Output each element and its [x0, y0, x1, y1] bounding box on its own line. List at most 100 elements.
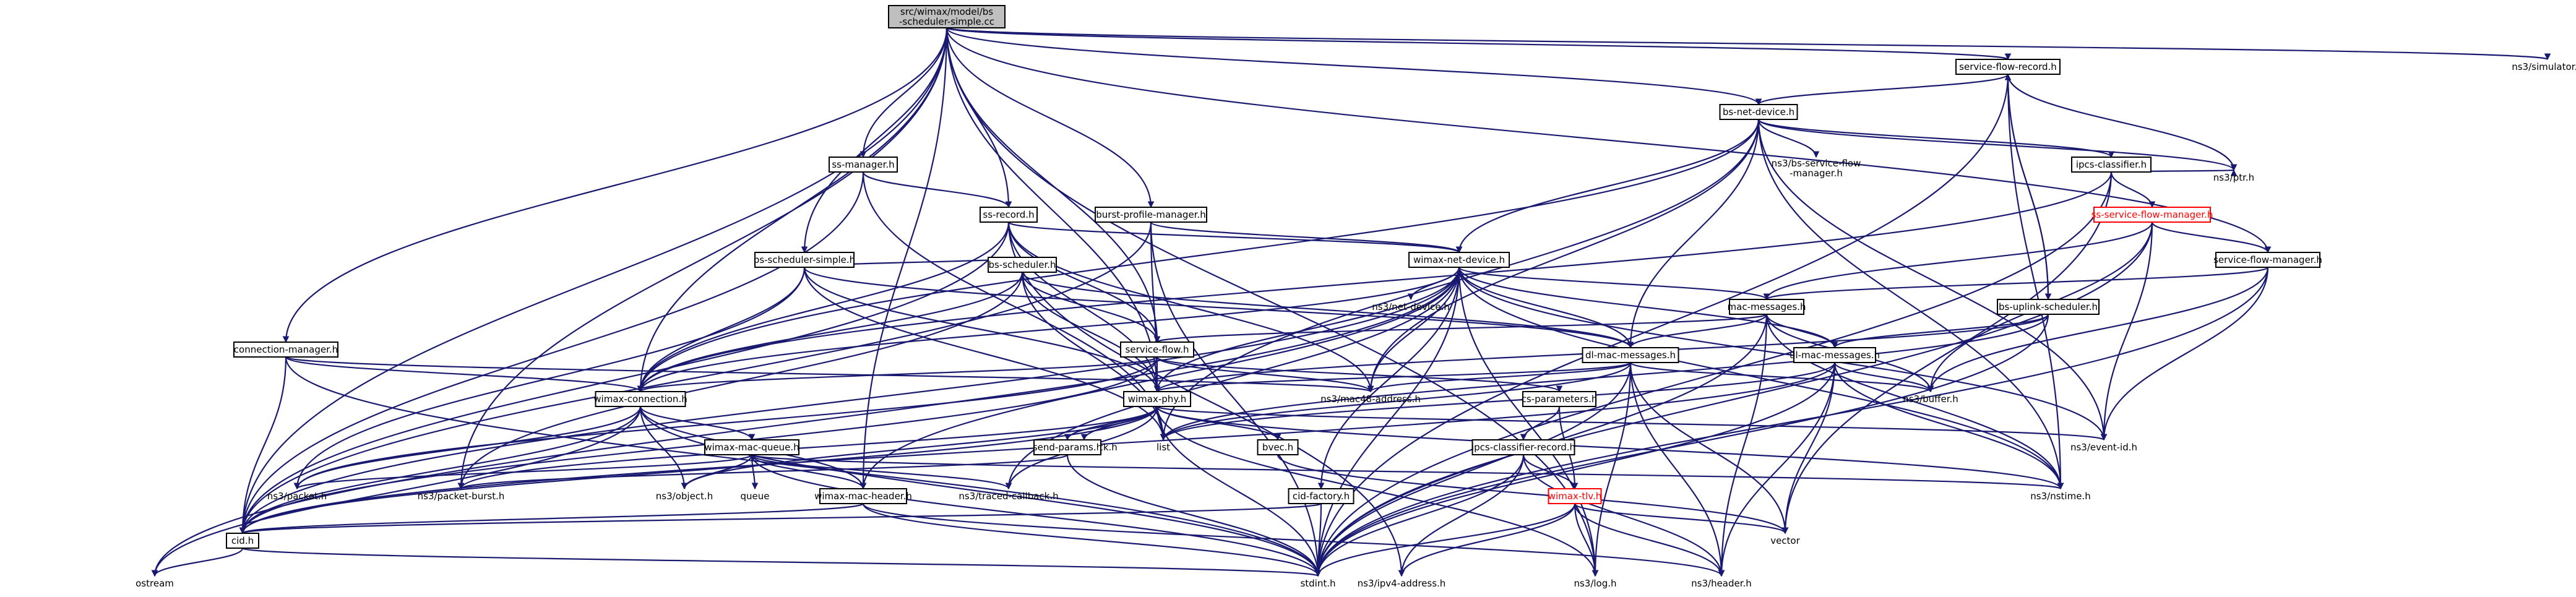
- node-label: wimax-mac-queue.h: [704, 442, 799, 453]
- file-node-bssch[interactable]: bs-scheduler.h: [988, 257, 1057, 273]
- edge-arrowhead: [637, 385, 644, 393]
- include-edge: [1400, 454, 1525, 577]
- dependency-edge: [751, 453, 1012, 490]
- edge-arrowhead: [1763, 293, 1770, 301]
- file-node-wnd[interactable]: wimax-net-device.h: [1408, 252, 1510, 268]
- edge-arrowhead: [1455, 246, 1463, 254]
- file-node-list[interactable]: list: [1148, 440, 1179, 455]
- file-node-cm[interactable]: connection-manager.h: [233, 341, 338, 358]
- include-edge: [1156, 405, 2105, 441]
- file-node-pkt[interactable]: ns3/packet.h: [267, 489, 327, 504]
- file-node-sfr[interactable]: service-flow-record.h: [1955, 59, 2061, 75]
- include-edge: [1629, 361, 1932, 393]
- file-node-ptr[interactable]: ns3/ptr.h: [2213, 170, 2255, 185]
- dependency-edge: [1763, 266, 2269, 301]
- include-edge: [1458, 266, 1768, 301]
- file-node-sp[interactable]: send-params.h: [1033, 439, 1102, 455]
- include-edge: [153, 548, 244, 577]
- include-edge: [1162, 362, 1632, 440]
- dependency-edge: [1629, 361, 1934, 393]
- edge-arrowhead: [457, 483, 465, 490]
- dependency-edge: [293, 453, 753, 490]
- file-node-sssfm[interactable]: ss-service-flow-manager.h: [2091, 207, 2213, 223]
- file-node-macm[interactable]: mac-messages.h: [1728, 299, 1806, 315]
- file-node-wmq[interactable]: wimax-mac-queue.h: [704, 439, 799, 455]
- file-node-log[interactable]: ns3/log.h: [1570, 576, 1621, 591]
- file-node-ssr[interactable]: ss-record.h: [980, 207, 1038, 223]
- node-label: ostream: [136, 578, 174, 589]
- file-node-ostream[interactable]: ostream: [133, 576, 176, 591]
- include-edge: [1156, 406, 1596, 577]
- node-label: stdint.h: [1300, 578, 1335, 589]
- include-edge: [241, 406, 642, 534]
- file-node-queue[interactable]: queue: [739, 489, 770, 504]
- node-box: [1120, 341, 1194, 358]
- dependency-edge: [946, 27, 1155, 208]
- file-node-sim[interactable]: ns3/simulator.h: [2511, 59, 2576, 74]
- file-node-nst[interactable]: ns3/nstime.h: [2030, 489, 2091, 504]
- file-node-bvec[interactable]: bvec.h: [1257, 439, 1299, 455]
- file-node-stdint[interactable]: stdint.h: [1291, 576, 1345, 591]
- node-label: burst-profile-manager.h: [1096, 209, 1205, 220]
- file-node-bss[interactable]: src/wimax/model/bs-scheduler-simple.cc: [888, 5, 1006, 28]
- file-node-phy[interactable]: wimax-phy.h: [1123, 391, 1191, 407]
- file-node-sf[interactable]: service-flow.h: [1120, 341, 1194, 358]
- file-node-wc[interactable]: wimax-connection.h: [593, 391, 687, 407]
- include-edge: [803, 27, 948, 253]
- file-node-tcb[interactable]: ns3/traced-callback.h: [958, 489, 1058, 504]
- node-box: [1471, 439, 1575, 455]
- file-node-bsnd[interactable]: bs-net-device.h: [1719, 104, 1798, 120]
- file-node-cs[interactable]: cs-parameters.h: [1522, 391, 1598, 407]
- file-node-nnd[interactable]: ns3/net-device.h: [1371, 299, 1450, 314]
- edge-arrowhead: [2100, 434, 2108, 441]
- include-edge: [639, 221, 1010, 392]
- file-node-hdr[interactable]: ns3/header.h: [1690, 576, 1753, 591]
- file-node-ssm[interactable]: ss-manager.h: [829, 157, 898, 173]
- include-edge: [1021, 272, 1158, 392]
- include-edge: [1765, 314, 1836, 348]
- node-label: ns3/object.h: [656, 491, 713, 502]
- dependency-edge: [1833, 362, 2064, 490]
- file-node-obj[interactable]: ns3/object.h: [654, 489, 715, 504]
- file-node-dlm[interactable]: dl-mac-messages.h: [1582, 347, 1679, 363]
- dependency-edge: [151, 406, 642, 577]
- include-edge: [1021, 272, 1158, 343]
- file-node-bssf[interactable]: ns3/bs-service-flow-manager.h: [1770, 157, 1863, 179]
- file-node-buf[interactable]: ns3/buffer.h: [1903, 392, 1958, 406]
- node-label: ss-manager.h: [832, 159, 894, 170]
- file-node-wmh[interactable]: wimax-mac-header.h: [814, 488, 912, 504]
- file-node-pb[interactable]: ns3/packet-burst.h: [418, 489, 505, 504]
- file-node-bpm[interactable]: burst-profile-manager.h: [1095, 207, 1207, 223]
- file-node-vector[interactable]: vector: [1767, 533, 1803, 548]
- file-node-sfm[interactable]: service-flow-manager.h: [2213, 252, 2322, 268]
- node-label: service-flow.h: [1126, 344, 1189, 355]
- node-box: [233, 341, 338, 358]
- node-label: cid.h: [231, 535, 254, 546]
- include-edge: [241, 547, 1319, 577]
- dependency-edge: [862, 171, 1012, 208]
- file-node-mac48[interactable]: ns3/mac48-address.h: [1320, 392, 1421, 406]
- include-edge: [1317, 314, 2049, 577]
- include-edge: [946, 27, 2009, 61]
- node-box: [1997, 299, 2100, 315]
- file-node-bsus[interactable]: bs-uplink-scheduler.h: [1997, 299, 2100, 315]
- file-node-evid[interactable]: ns3/event-id.h: [2069, 440, 2139, 455]
- dependency-edge: [1007, 221, 1161, 343]
- include-edge: [862, 503, 1319, 577]
- node-label: ns3/header.h: [1691, 578, 1752, 589]
- include-edge: [639, 406, 753, 440]
- file-node-ulm[interactable]: ul-mac-messages.h: [1790, 347, 1880, 363]
- file-node-cid[interactable]: cid.h: [226, 533, 259, 549]
- file-node-tlv[interactable]: wimax-tlv.h: [1548, 488, 1602, 504]
- include-edge: [1317, 503, 1322, 577]
- file-node-cidf[interactable]: cid-factory.h: [1288, 488, 1355, 504]
- node-label: ns3/nstime.h: [2030, 491, 2090, 502]
- file-node-ipv4[interactable]: ns3/ipv4-address.h: [1358, 576, 1446, 591]
- file-node-icr[interactable]: ipcs-classifier-record.h: [1471, 439, 1575, 455]
- edge-arrowhead: [1755, 98, 1762, 106]
- dependency-edge: [1627, 314, 1768, 349]
- file-node-ipcs[interactable]: ipcs-classifier.h: [2071, 157, 2152, 173]
- dependency-edge: [2004, 73, 2049, 300]
- file-node-bsssh[interactable]: bs-scheduler-simple.h: [754, 252, 855, 268]
- node-box: [1257, 439, 1299, 455]
